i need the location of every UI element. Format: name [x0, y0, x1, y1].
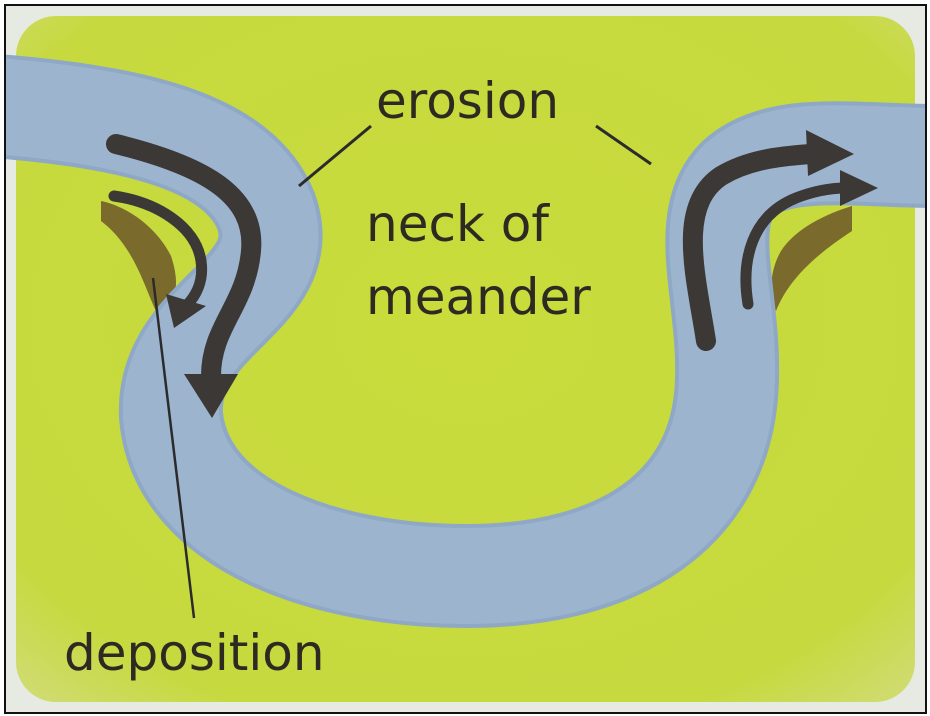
erosion-label: erosion — [376, 72, 559, 130]
neck-of-meander-label-line1: neck of — [366, 195, 550, 253]
diagram-frame: erosion neck of meander deposition — [4, 4, 927, 714]
flow-arrow-right-outer — [682, 130, 854, 351]
meander-diagram: erosion neck of meander deposition — [6, 16, 925, 702]
flow-arrow-right-inner — [740, 170, 878, 310]
river-channel — [6, 58, 925, 624]
deposition-leader — [151, 277, 196, 619]
deposition-label: deposition — [64, 624, 325, 682]
flow-arrow-left-outer — [106, 134, 262, 418]
erosion-leader-left — [298, 124, 372, 188]
flow-arrow-left-inner — [108, 190, 208, 328]
neck-of-meander-label-line2: meander — [366, 268, 591, 326]
deposition-bank-left — [101, 201, 176, 311]
erosion-leader-right — [595, 124, 652, 166]
deposition-bank-right — [771, 206, 852, 311]
